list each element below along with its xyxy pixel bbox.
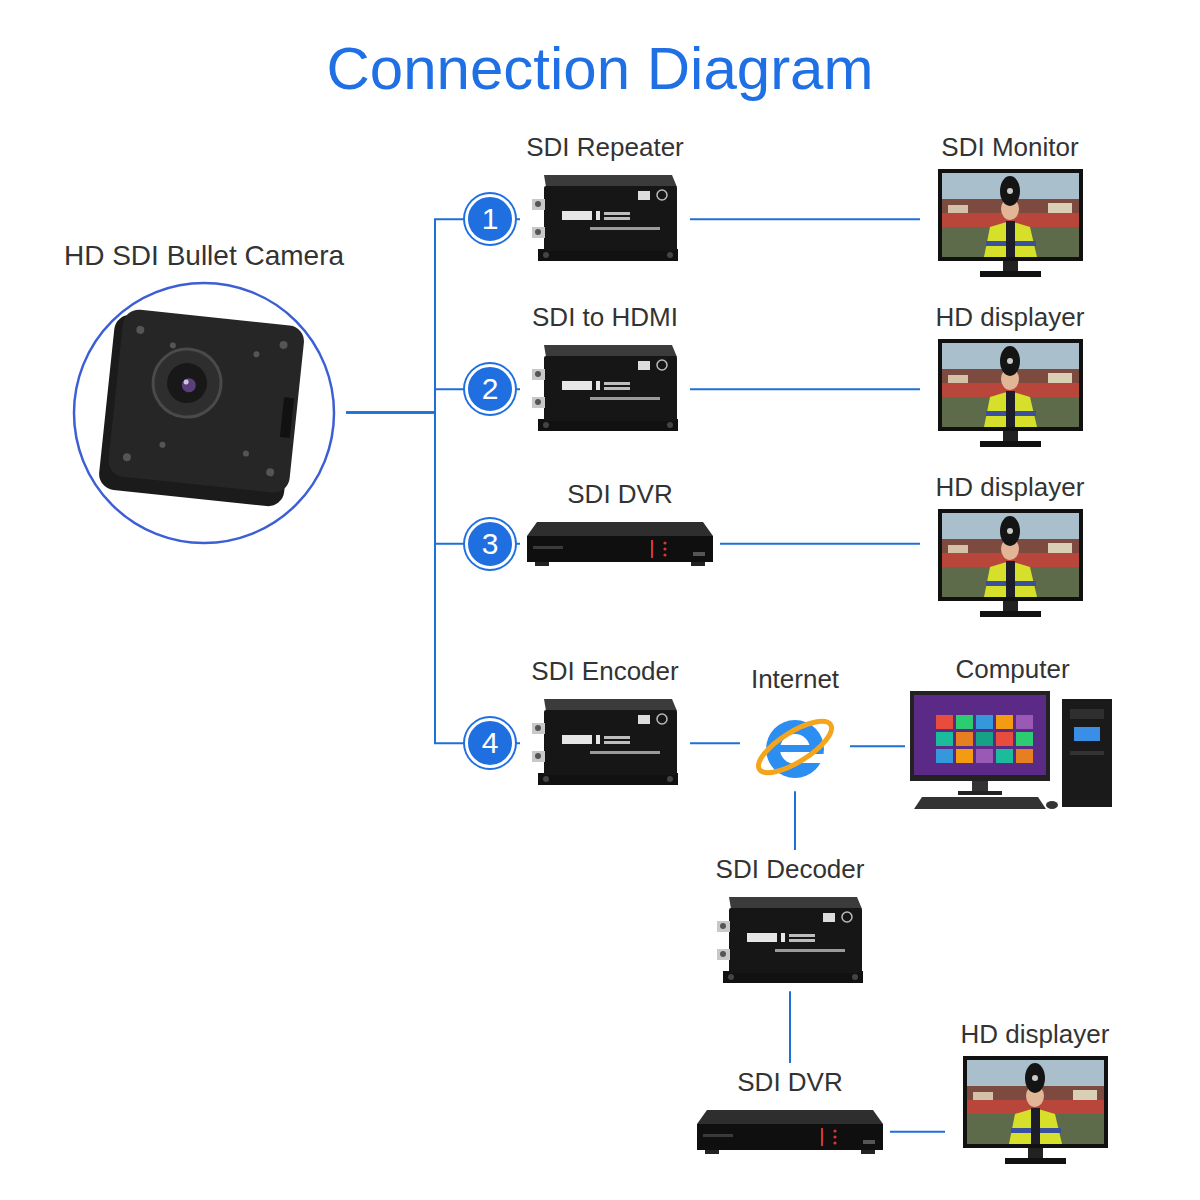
computer-illustration [910,691,1115,816]
device-label: SDI Encoder [531,656,678,687]
device-label: SDI Decoder [716,854,865,885]
device-node: Computer [905,650,1120,816]
device-node: Internet [740,660,850,791]
converter-illustration [530,693,680,793]
connector-line [720,543,920,545]
device-node: SDI Encoder [520,652,690,793]
device-label: Computer [955,654,1069,685]
monitor-illustration [938,169,1083,279]
connector-line [346,413,520,744]
callout-number: 1 [465,194,515,244]
converter-illustration [530,339,680,439]
device-label: HD SDI Bullet Camera [64,239,344,273]
internet-icon [750,701,840,791]
camera-node: HD SDI Bullet Camera [62,235,346,547]
connector-line [690,218,920,220]
monitor-illustration [938,509,1083,619]
device-label: SDI Repeater [526,132,684,163]
device-label: SDI Monitor [941,132,1078,163]
device-node: HD displayer [945,1015,1125,1166]
callout-number: 3 [465,519,515,569]
device-node: SDI Repeater [520,128,690,269]
dvr-illustration [695,1104,885,1159]
device-label: HD displayer [936,472,1085,503]
connector-line [690,742,740,744]
device-node: SDI Decoder [705,850,875,991]
monitor-illustration [938,339,1083,449]
device-label: HD displayer [936,302,1085,333]
camera-illustration [70,279,338,547]
converter-illustration [530,169,680,269]
device-node: HD displayer [920,468,1100,619]
device-node: SDI DVR [520,475,720,571]
device-label: Internet [751,664,839,695]
device-label: HD displayer [961,1019,1110,1050]
dvr-illustration [525,516,715,571]
device-node: SDI DVR [690,1063,890,1159]
diagram-title: Connection Diagram [0,36,1200,102]
device-node: SDI to HDMI [520,298,690,439]
connector-line [794,791,796,850]
callout-number: 2 [465,364,515,414]
connector-line [890,1131,945,1133]
connector-line [789,991,791,1063]
device-label: SDI DVR [567,479,672,510]
callout-number: 4 [465,718,515,768]
connector-line [850,745,905,747]
device-label: SDI DVR [737,1067,842,1098]
connector-line [690,388,920,390]
monitor-illustration [963,1056,1108,1166]
device-node: HD displayer [920,298,1100,449]
converter-illustration [715,891,865,991]
device-node: SDI Monitor [920,128,1100,279]
device-label: SDI to HDMI [532,302,678,333]
